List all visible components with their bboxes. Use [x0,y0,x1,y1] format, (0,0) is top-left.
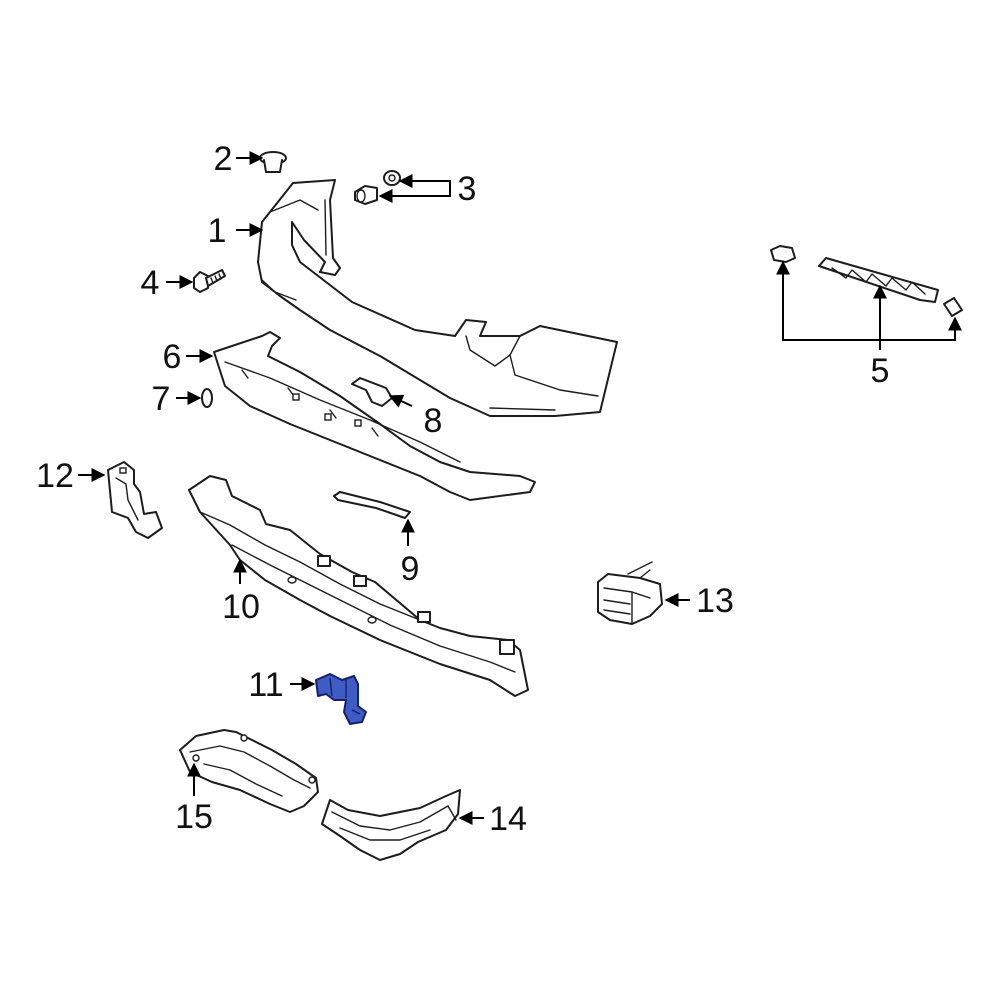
callout-3: 3 [458,170,477,208]
sensor-connector-part[interactable] [597,561,663,625]
callout-6: 6 [163,338,182,376]
callout-9: 9 [401,550,420,588]
under-cover-part[interactable] [179,729,319,813]
leader-8 [388,394,413,408]
leader-5a [776,260,880,341]
trim-strip-part[interactable] [333,491,411,519]
callout-2: 2 [214,140,233,178]
leader-lines [78,151,962,825]
leader-5c [880,316,962,341]
callout-15: 15 [175,798,213,836]
bolt-part[interactable] [193,269,226,293]
highlighted-bracket-part[interactable] [315,673,367,725]
splash-shield-part[interactable] [321,789,461,861]
clip-bracket-part[interactable] [351,377,393,407]
screw-washer-part[interactable] [354,170,401,205]
callout-labels: 1 2 3 4 5 6 7 8 9 10 11 12 13 14 15 [36,140,889,838]
callout-14: 14 [489,800,527,838]
callout-5: 5 [871,352,890,390]
mounting-bracket-part[interactable] [107,461,163,539]
callout-12: 12 [36,457,74,495]
callout-4: 4 [141,264,160,302]
reinforcement-bar-part[interactable] [188,475,529,697]
lower-valance-part[interactable] [213,331,536,501]
callout-1: 1 [208,212,227,250]
leader-3b [378,188,451,203]
side-bracket-part[interactable] [770,245,963,317]
callout-8: 8 [424,402,443,440]
callout-10: 10 [222,588,260,626]
callout-11: 11 [248,666,283,704]
grommet-part[interactable] [201,388,213,408]
bumper-cover-part[interactable] [257,179,618,417]
push-clip-part[interactable] [259,151,287,173]
leader-3 [398,174,451,188]
callout-13: 13 [696,582,734,620]
callout-7: 7 [152,380,171,418]
